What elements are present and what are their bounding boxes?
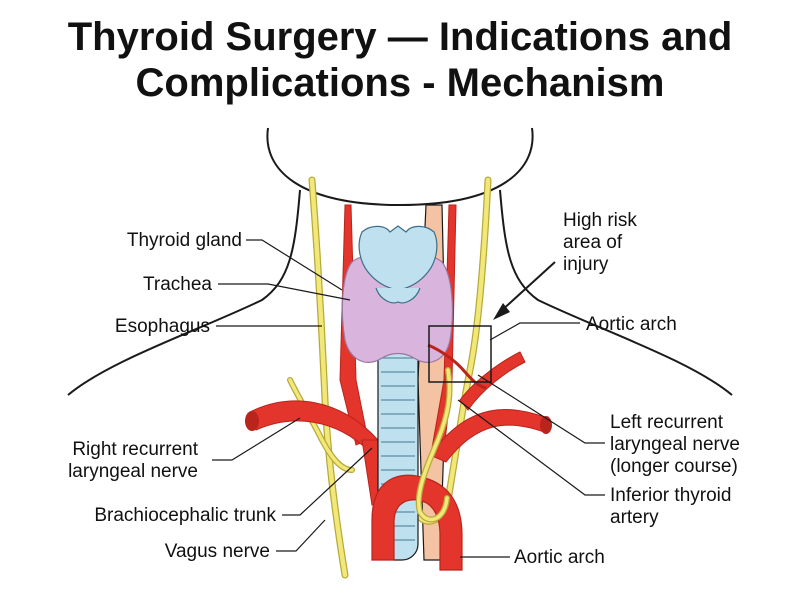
label-aortic-arch-upper: Aortic arch — [586, 314, 677, 335]
label-left-recurrent-line-3: (longer course) — [610, 456, 738, 477]
label-high-risk-line-3: injury — [563, 254, 609, 275]
label-brachiocephalic-trunk: Brachiocephalic trunk — [94, 505, 276, 526]
high-risk-area-box — [428, 325, 492, 383]
label-trachea: Trachea — [143, 274, 212, 295]
title-line-2: Complications - Mechanism — [135, 61, 665, 105]
label-inferior-thyroid-line-1: Inferior thyroid — [610, 485, 731, 506]
neck-outline — [67, 127, 733, 396]
label-inferior-thyroid-line-2: artery — [610, 507, 659, 528]
label-thyroid-gland: Thyroid gland — [127, 230, 242, 251]
larynx-cartilage-shape — [358, 225, 438, 291]
title-line-1: Thyroid Surgery — Indications and — [67, 15, 733, 59]
label-right-recurrent-line-2: laryngeal nerve — [68, 461, 198, 482]
high-risk-arrow — [493, 261, 556, 320]
thyroid-branch-artery — [459, 351, 526, 411]
diagram-title: Thyroid Surgery — Indications and Compli… — [0, 14, 800, 106]
leader-lines — [212, 239, 605, 558]
label-esophagus: Esophagus — [115, 316, 210, 337]
right-subclavian-end — [245, 411, 259, 431]
label-aortic-arch-lower: Aortic arch — [514, 547, 605, 568]
label-left-recurrent-line-2: laryngeal nerve — [610, 434, 740, 455]
cricoid-cartilage-shape — [375, 287, 421, 304]
inferior-thyroid-artery-vessel — [427, 343, 487, 390]
label-high-risk-line-1: High risk — [563, 210, 637, 231]
label-left-recurrent-line-1: Left recurrent — [610, 412, 724, 433]
aortic-arch-vessel — [371, 474, 463, 571]
label-vagus-nerve: Vagus nerve — [165, 541, 270, 562]
label-high-risk-line-2: area of — [563, 232, 623, 253]
label-right-recurrent-line-1: Right recurrent — [72, 439, 198, 460]
